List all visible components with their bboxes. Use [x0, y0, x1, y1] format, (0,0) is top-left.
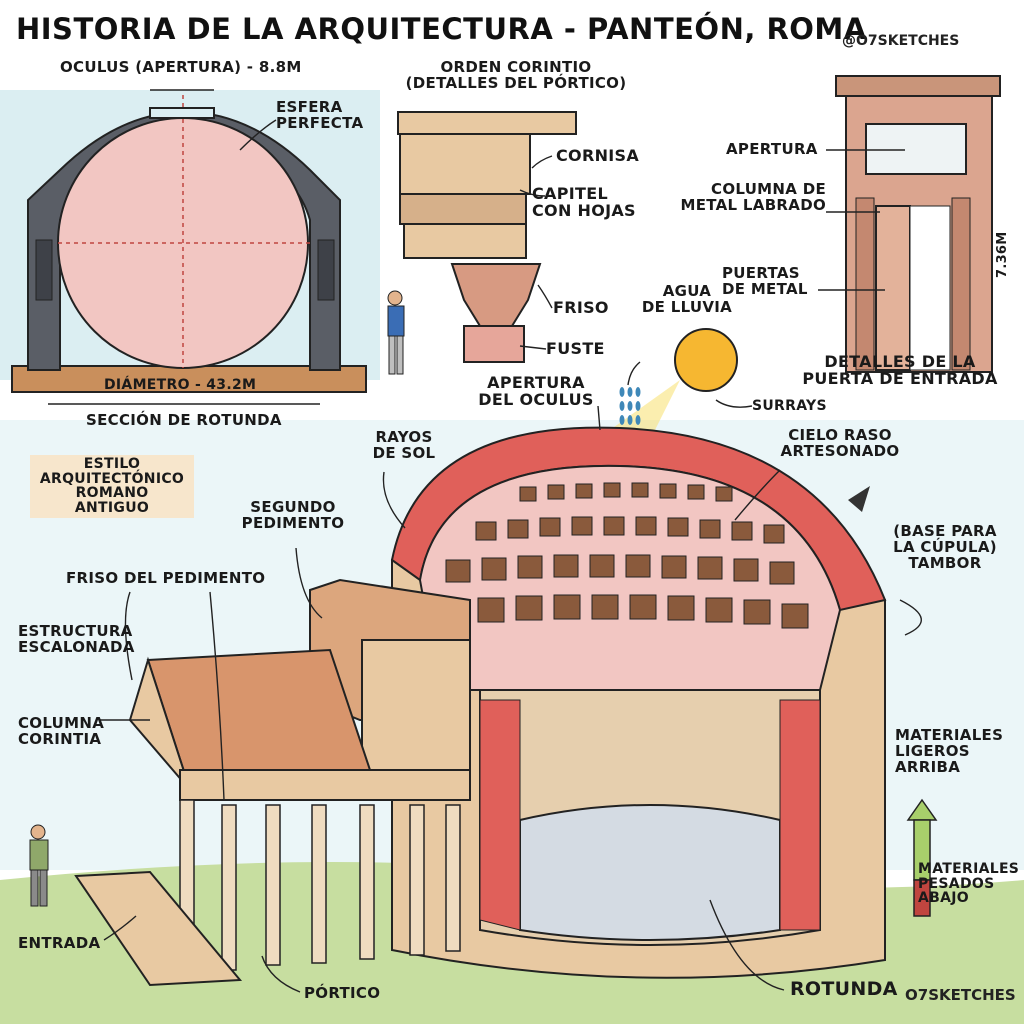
rotunda-floor [519, 804, 781, 941]
pantheon-building [74, 426, 887, 987]
surrays-label: SURRAYS [752, 398, 827, 414]
cornice-label: CORNISA [556, 146, 640, 165]
stepped-structure-label: ESTRUCTURA ESCALONADA [18, 622, 135, 656]
frieze-label: FRISO [553, 298, 609, 317]
style-label: ESTILO ARQUITECTÓNICO ROMANO ANTIGUO [30, 455, 194, 518]
corinthian-column-label: COLUMNA CORINTIA [18, 714, 105, 748]
corinthian-order-title: ORDEN CORINTIO (DETALLES DEL PÓRTICO) [405, 58, 627, 92]
heavy-materials-label: MATERIALES PESADOS ABAJO [918, 861, 1020, 907]
portico-label: PÓRTICO [304, 984, 381, 1002]
light-materials-label: MATERIALES LIGEROS ARRIBA [895, 726, 1004, 776]
door-detail-drawing [835, 75, 1001, 373]
coffered-ceiling-label: CIELO RASO ARTESONADO [780, 426, 900, 460]
rotunda-section-label: SECCIÓN DE ROTUNDA [86, 411, 282, 429]
materials-arrow [906, 798, 938, 917]
rotunda-label: ROTUNDA [790, 978, 898, 1000]
metal-column-label: COLUMNA DE METAL LABRADO [680, 180, 826, 214]
bird-icon [848, 486, 870, 512]
rain-label: AGUA DE LLUVIA [641, 282, 733, 316]
oculus-gap [149, 107, 215, 119]
author-handle: @O7SKETCHES [842, 33, 960, 49]
entrance-label: ENTRADA [18, 934, 101, 952]
rotunda-section-drawing [11, 89, 405, 405]
door-opening-label: APERTURA [726, 140, 818, 158]
person-figure [29, 824, 49, 907]
door-height-label: 7.36m [995, 231, 1010, 278]
diameter-label: DIÁMETRO - 43.2m [104, 377, 257, 393]
page-title: HISTORIA DE LA ARQUITECTURA - PANTEÓN, R… [16, 12, 867, 46]
metal-doors-label: PUERTAS DE METAL [722, 264, 808, 298]
perfect-sphere-label: ESFERA PERFECTA [276, 98, 364, 132]
sun-icon [674, 328, 738, 392]
oculus-opening-label: APERTURA DEL OCULUS [478, 373, 594, 409]
rain-drops-icon [619, 387, 641, 425]
leader-lines [100, 119, 922, 993]
drum-label: (BASE PARA LA CÚPULA) TAMBOR [893, 522, 997, 572]
sunrays-label: RAYOS DE SOL [372, 428, 436, 462]
corinthian-order-drawing [397, 111, 577, 363]
pediment-frieze-label: FRISO DEL PEDIMENTO [66, 569, 266, 587]
oculus-label: OCULUS (APERTURA) - 8.8m [60, 58, 302, 76]
door-details-caption: DETALLES DE LA PUERTA DE ENTRADA [802, 352, 998, 388]
second-pediment-label: SEGUNDO PEDIMENTO [241, 498, 345, 532]
shaft-label: FUSTE [546, 339, 605, 358]
capital-label: CAPITEL CON HOJAS [532, 184, 636, 220]
signature: O7SKETCHES [905, 986, 1016, 1004]
